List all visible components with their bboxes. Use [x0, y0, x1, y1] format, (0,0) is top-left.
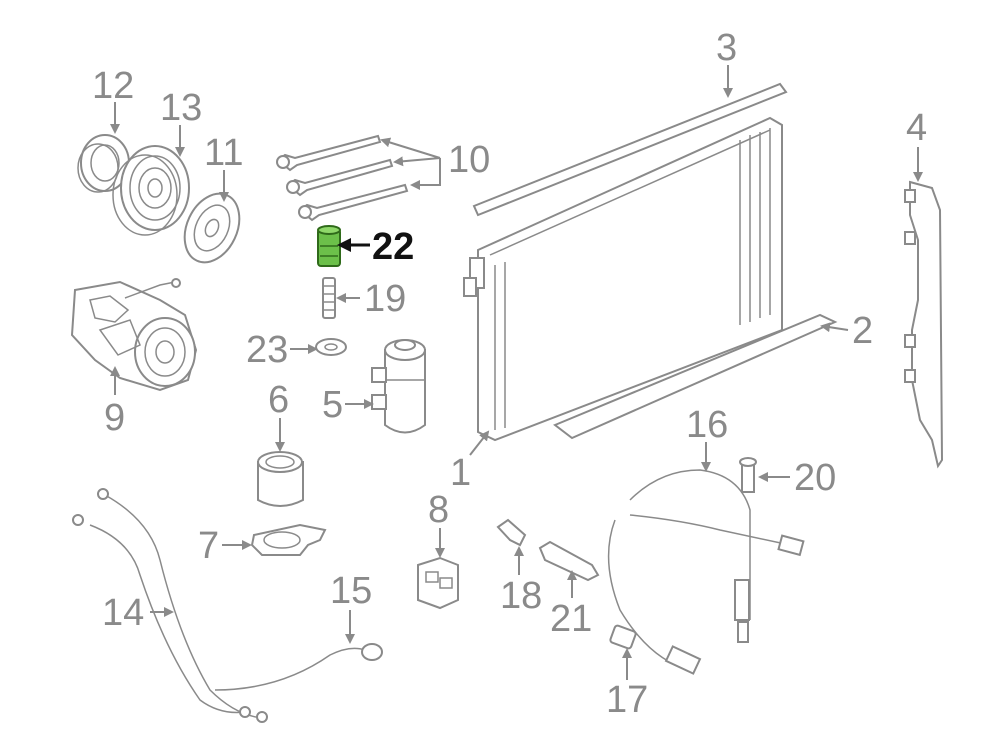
callout-18: 18 — [500, 575, 542, 617]
part-18-fitting — [496, 518, 527, 547]
part-22-sleeve — [317, 225, 341, 267]
part-3-seal-strip — [472, 82, 788, 217]
part-19-stud — [322, 277, 336, 319]
part-14-hose-assembly — [72, 488, 268, 723]
part-13-clutch-pulley — [112, 145, 190, 236]
callout-9: 9 — [104, 397, 125, 439]
callout-14: 14 — [102, 592, 144, 634]
part-17-switch — [609, 624, 637, 650]
callout-4: 4 — [906, 107, 927, 149]
part-23-washer — [315, 338, 347, 356]
part-10-bolts — [276, 134, 409, 222]
part-8-bracket — [417, 556, 459, 610]
callout-8: 8 — [428, 489, 449, 531]
callout-2: 2 — [852, 310, 873, 352]
part-9-compressor — [70, 278, 198, 392]
callout-7: 7 — [198, 525, 219, 567]
callout-6: 6 — [268, 379, 289, 421]
part-15-hose-end — [214, 643, 383, 691]
part-1-condenser — [463, 116, 783, 442]
callout-20: 20 — [794, 457, 836, 499]
part-16-discharge-hose — [607, 469, 805, 675]
part-5-receiver-dryer — [371, 339, 426, 434]
callout-19: 19 — [364, 278, 406, 320]
leader-lines — [110, 65, 923, 680]
part-21-valve — [538, 540, 600, 582]
callout-21: 21 — [550, 598, 592, 640]
part-4-side-panel — [904, 180, 944, 469]
part-2-seal-strip — [553, 313, 838, 440]
callout-22: 22 — [372, 226, 414, 268]
callout-1: 1 — [450, 452, 471, 494]
callout-12: 12 — [92, 65, 134, 107]
callouts: 12 13 11 9 10 22 19 23 5 6 7 8 1 2 3 4 1… — [92, 27, 927, 721]
callout-11: 11 — [204, 132, 243, 174]
part-20-valve — [739, 457, 757, 493]
callout-10: 10 — [448, 139, 490, 181]
callout-23: 23 — [246, 329, 288, 371]
callout-16: 16 — [686, 404, 728, 446]
callout-15: 15 — [330, 570, 372, 612]
part-7-bracket-ring — [250, 523, 327, 556]
callout-5: 5 — [322, 384, 343, 426]
callout-13: 13 — [160, 87, 202, 129]
callout-17: 17 — [606, 679, 648, 721]
part-6-sleeve — [257, 451, 304, 507]
callout-3: 3 — [716, 27, 737, 69]
